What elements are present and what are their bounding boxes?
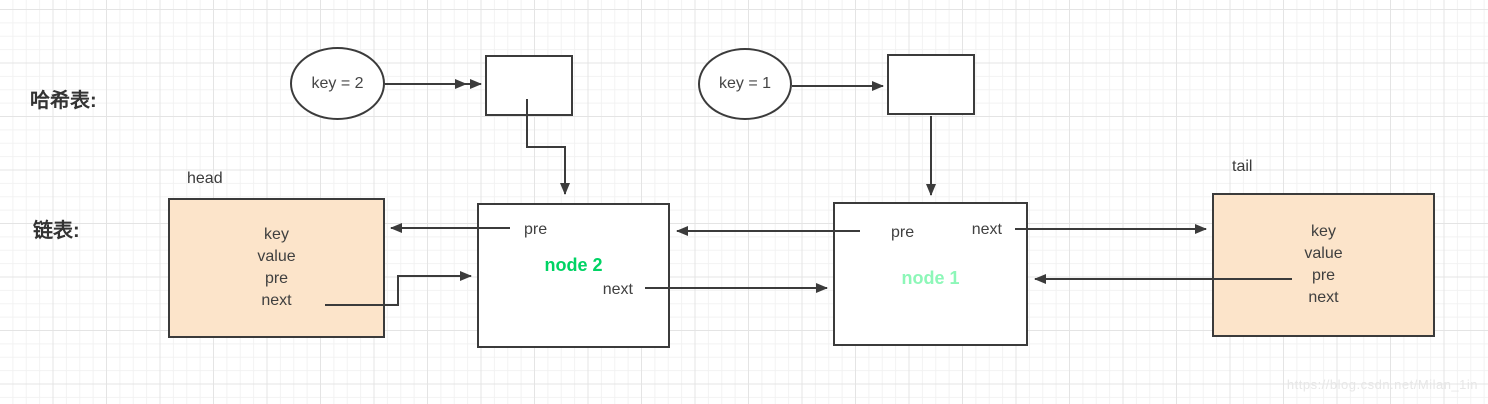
head-pointer-label: head	[187, 170, 223, 187]
hash-key-ellipse-key2: key = 2	[290, 47, 385, 120]
hash-slot-box-key2	[485, 55, 573, 116]
head-sentinel-box: key value pre next	[168, 198, 385, 338]
field-value: value	[257, 248, 296, 265]
field-key: key	[1311, 223, 1336, 240]
tail-pointer-label: tail	[1232, 158, 1253, 175]
node2-pre-label: pre	[524, 221, 548, 238]
field-key: key	[264, 226, 289, 243]
node1-next-label: next	[971, 221, 1002, 238]
node1-box: pre next node 1	[833, 202, 1028, 346]
hash-key-label: key = 2	[311, 74, 364, 92]
hash-slot-box-key1	[887, 54, 975, 115]
field-value: value	[1304, 245, 1343, 262]
csdn-watermark: https://blog.csdn.net/Milan_1in	[1286, 377, 1478, 392]
node2-title: node 2	[544, 255, 603, 275]
field-pre: pre	[264, 270, 289, 287]
field-next: next	[1308, 289, 1339, 306]
hash-key-label: key = 1	[718, 75, 772, 92]
tail-sentinel-box: key value pre next	[1212, 193, 1435, 337]
hash-key-ellipse-key1: key = 1	[698, 48, 792, 120]
node2-box: pre node 2 next	[477, 203, 670, 348]
field-next: next	[261, 292, 292, 309]
field-pre: pre	[1311, 267, 1336, 284]
linked-list-section-label: 链表:	[33, 220, 80, 242]
node1-pre-label: pre	[891, 224, 915, 241]
node2-next-label: next	[602, 281, 633, 298]
node1-title: node 1	[901, 268, 960, 288]
hash-table-section-label: 哈希表:	[30, 90, 97, 112]
